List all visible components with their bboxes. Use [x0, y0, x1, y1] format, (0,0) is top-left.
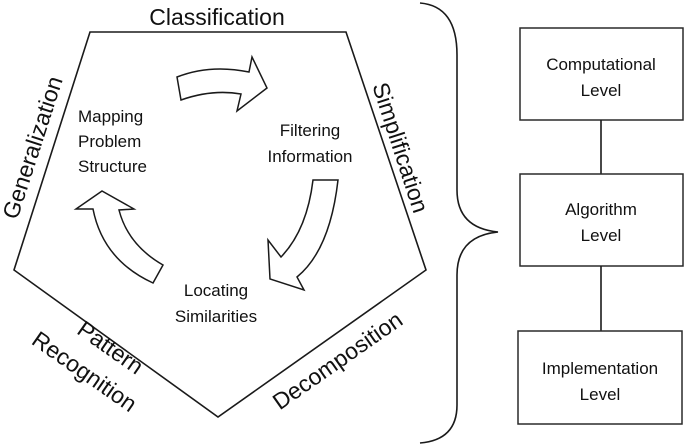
level-algorithm: Algorithm Level: [519, 173, 684, 267]
level-line: Level: [581, 81, 622, 100]
cycle-arrow-right-icon: [267, 179, 339, 292]
step-line: Filtering: [280, 121, 340, 140]
level-implementation: Implementation Level: [517, 330, 683, 425]
edge-label-pattern-recognition: Pattern Recognition: [27, 316, 148, 417]
level-line: Implementation: [542, 359, 658, 378]
level-box: [519, 27, 684, 121]
level-box: [519, 173, 684, 267]
curly-brace-icon: [419, 2, 499, 444]
level-computational: Computational Level: [519, 27, 684, 121]
level-line: Computational: [546, 55, 656, 74]
step-line: Structure: [78, 157, 147, 176]
step-line: Mapping: [78, 107, 143, 126]
step-line: Locating: [184, 281, 248, 300]
level-line: Algorithm: [565, 200, 637, 219]
edge-label-generalization: Generalization: [0, 73, 68, 222]
step-line: Similarities: [175, 307, 257, 326]
edge-label-classification: Classification: [149, 4, 285, 30]
step-mapping-problem-structure: Mapping Problem Structure: [78, 107, 147, 176]
pentagon-outline: [13, 31, 427, 418]
level-box: [517, 330, 683, 425]
cycle-arrow-left-icon: [73, 190, 165, 284]
step-line: Information: [267, 147, 352, 166]
step-filtering-information: Filtering Information: [267, 121, 352, 166]
level-line: Level: [581, 226, 622, 245]
edge-label-decomposition: Decomposition: [268, 306, 408, 415]
step-locating-similarities: Locating Similarities: [175, 281, 257, 326]
level-line: Level: [580, 385, 621, 404]
step-line: Problem: [78, 132, 141, 151]
cycle-arrow-top-icon: [176, 54, 268, 113]
